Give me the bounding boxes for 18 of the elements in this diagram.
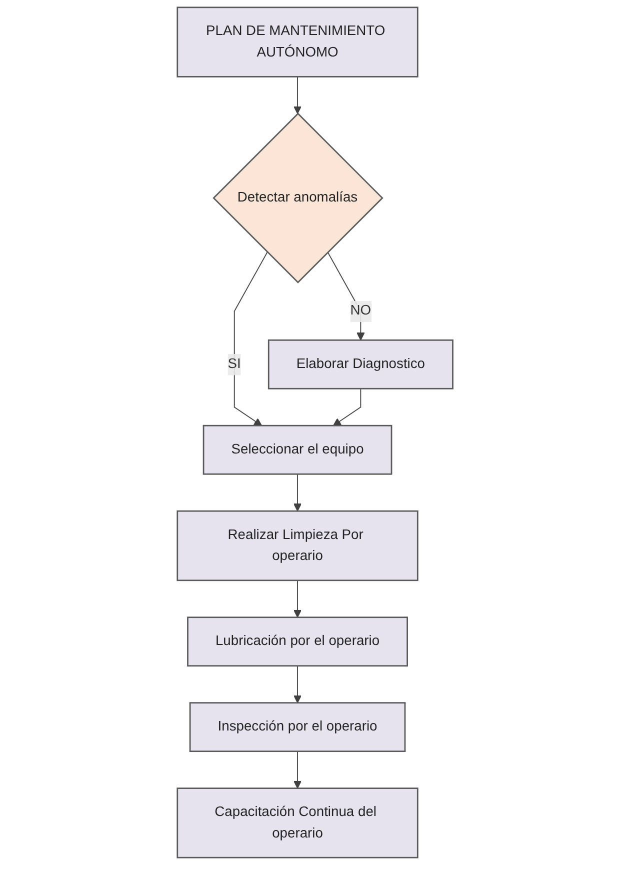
arrow	[294, 750, 302, 789]
arrow	[294, 580, 302, 618]
arrow	[328, 252, 366, 340]
arrow	[294, 474, 302, 512]
node-box: Seleccionar el equipo	[203, 424, 393, 475]
arrow	[294, 665, 302, 704]
node-box: Inspección por el operario	[190, 702, 406, 752]
edge-label: SI	[228, 356, 242, 372]
node-diamond: Detectar anomalías	[213, 112, 384, 284]
node-box: Realizar Limpieza Por operario	[177, 510, 419, 582]
arrow	[294, 76, 302, 114]
arrow	[234, 252, 268, 426]
node-box: Elaborar Diagnostico	[268, 339, 454, 390]
edge-label: NO	[350, 302, 372, 318]
node-box: Lubricación por el operario	[187, 616, 408, 667]
node-box: Capacitación Continua del operario	[177, 788, 419, 858]
arrow	[333, 388, 362, 426]
node-box: PLAN DE MANTENIMIENTO AUTÓNOMO	[177, 6, 419, 78]
